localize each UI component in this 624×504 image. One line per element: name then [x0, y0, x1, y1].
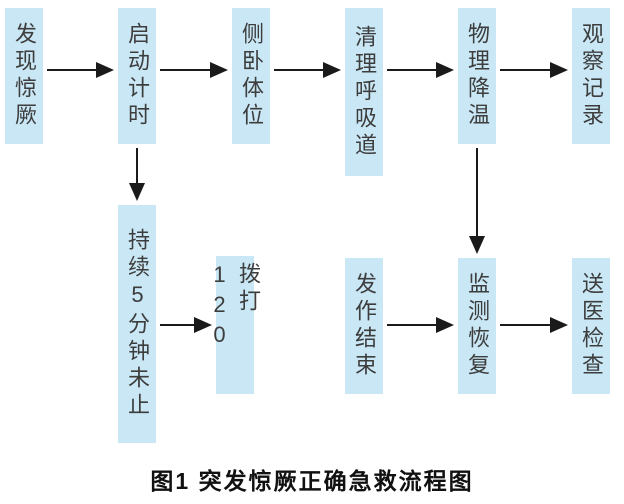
node-persist-5min: 持续5分钟未止 — [118, 205, 156, 443]
node-clear-airway: 清理呼吸道 — [345, 8, 383, 176]
node-discover-seizure: 发现惊厥 — [5, 8, 43, 144]
node-call-120: 拨打120 — [207, 256, 261, 394]
node-seizure-end: 发作结束 — [345, 258, 383, 394]
figure-caption: 图1 突发惊厥正确急救流程图 — [150, 468, 474, 494]
node-side-position: 侧卧体位 — [232, 8, 270, 144]
node-hospital-check: 送医检查 — [572, 258, 610, 394]
node-observe-record: 观察记录 — [572, 8, 610, 144]
node-start-timer: 启动计时 — [118, 8, 156, 144]
node-monitor-recovery: 监测恢复 — [458, 258, 496, 394]
node-physical-cooling: 物理降温 — [458, 8, 496, 144]
